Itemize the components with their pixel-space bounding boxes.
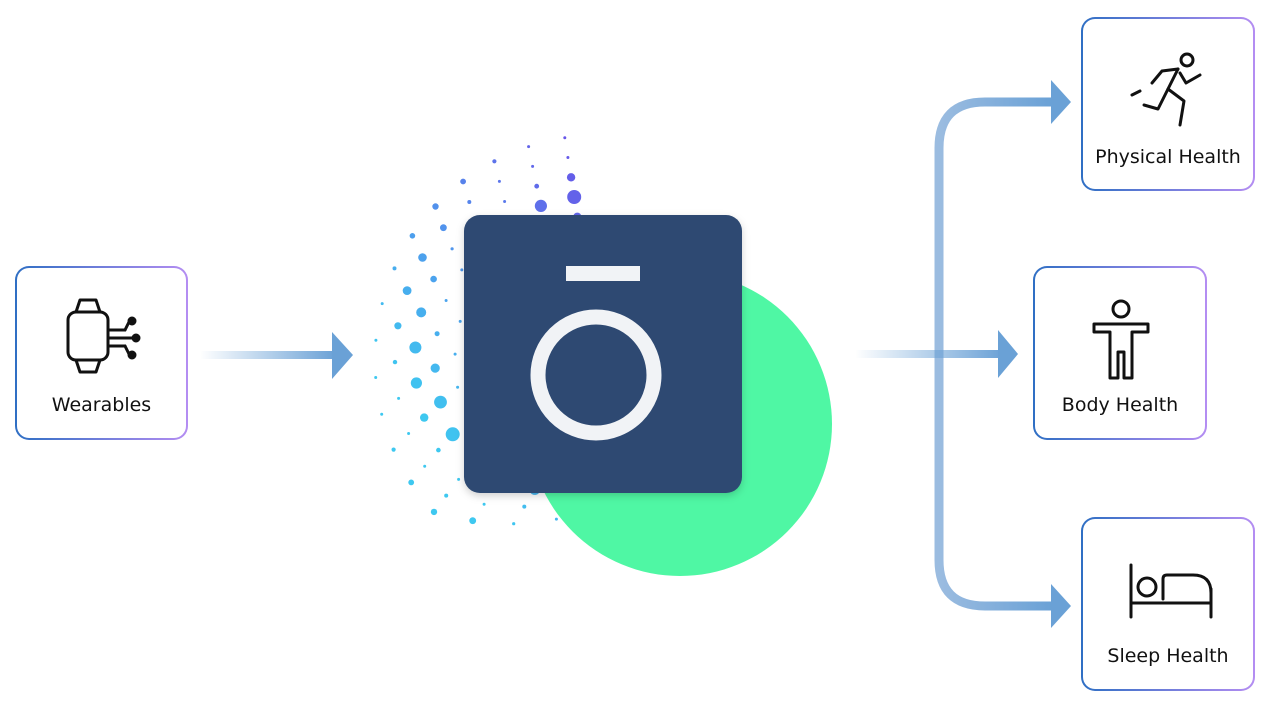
cloud-dot <box>430 275 437 283</box>
card-physical-health: Physical Health <box>1081 17 1255 191</box>
cloud-dot <box>450 247 454 251</box>
input-arrow <box>200 332 353 379</box>
sleep-health-label: Sleep Health <box>1107 645 1229 667</box>
standing-person-icon <box>1092 299 1150 380</box>
card-sleep-health: Sleep Health <box>1081 517 1255 691</box>
cloud-dot <box>482 502 486 506</box>
cloud-dot <box>392 266 397 271</box>
card-wearables: Wearables <box>15 266 188 440</box>
cloud-dot <box>380 302 384 306</box>
cloud-dot <box>418 253 427 262</box>
cloud-dot <box>531 164 535 168</box>
cloud-dot <box>563 136 567 140</box>
cloud-dot <box>554 517 558 521</box>
cloud-dot <box>432 203 439 210</box>
cloud-dot <box>467 200 472 204</box>
cloud-dot <box>456 385 460 389</box>
cloud-dot <box>397 396 401 400</box>
cloud-dot <box>534 183 540 189</box>
cloud-dot <box>440 224 447 232</box>
cloud-dot <box>469 517 477 525</box>
cloud-dot <box>409 341 422 354</box>
cloud-dot <box>444 493 449 498</box>
cloud-dot <box>430 508 438 516</box>
cloud-dot <box>492 159 497 164</box>
running-person-icon <box>1130 52 1202 127</box>
cloud-dot <box>423 464 427 468</box>
cloud-dot <box>445 427 460 442</box>
cloud-dot <box>391 447 396 452</box>
cloud-dot <box>409 233 416 239</box>
cloud-dot <box>436 447 441 453</box>
cloud-dot <box>394 322 402 330</box>
cloud-dot <box>392 359 398 365</box>
smartwatch-data-icon <box>66 298 141 374</box>
cloud-dot <box>444 299 448 302</box>
cloud-dot <box>434 395 447 409</box>
wearables-label: Wearables <box>51 394 152 416</box>
cloud-dot <box>497 179 501 183</box>
cloud-dot <box>457 477 461 481</box>
physical-health-label: Physical Health <box>1095 146 1241 168</box>
cloud-dot <box>374 376 378 379</box>
card-body-health: Body Health <box>1033 266 1207 440</box>
cloud-dot <box>460 178 466 185</box>
cloud-dot <box>430 363 440 373</box>
output-arrows <box>855 80 1071 628</box>
cloud-dot <box>416 307 427 318</box>
cloud-dot <box>566 156 570 159</box>
body-health-label: Body Health <box>1061 394 1179 416</box>
cloud-dot <box>408 479 415 486</box>
cloud-dot <box>374 338 378 342</box>
cloud-dot <box>458 319 462 323</box>
cloud-dot <box>527 145 531 149</box>
cloud-dot <box>380 412 384 416</box>
cloud-dot <box>410 377 422 389</box>
cloud-dot <box>512 522 516 526</box>
cloud-dot <box>522 504 527 509</box>
hub-logo <box>464 215 742 493</box>
cloud-dot <box>402 286 412 295</box>
cloud-dot <box>460 268 464 272</box>
cloud-dot <box>534 199 548 212</box>
cloud-dot <box>566 173 576 182</box>
cloud-dot <box>503 200 507 203</box>
cloud-dot <box>407 432 411 435</box>
bed-icon <box>1129 563 1213 619</box>
cloud-dot <box>420 413 429 422</box>
cloud-dot <box>567 190 582 204</box>
cloud-dot <box>453 352 457 356</box>
cloud-dot <box>434 331 440 337</box>
ring-logo-icon <box>530 266 662 441</box>
